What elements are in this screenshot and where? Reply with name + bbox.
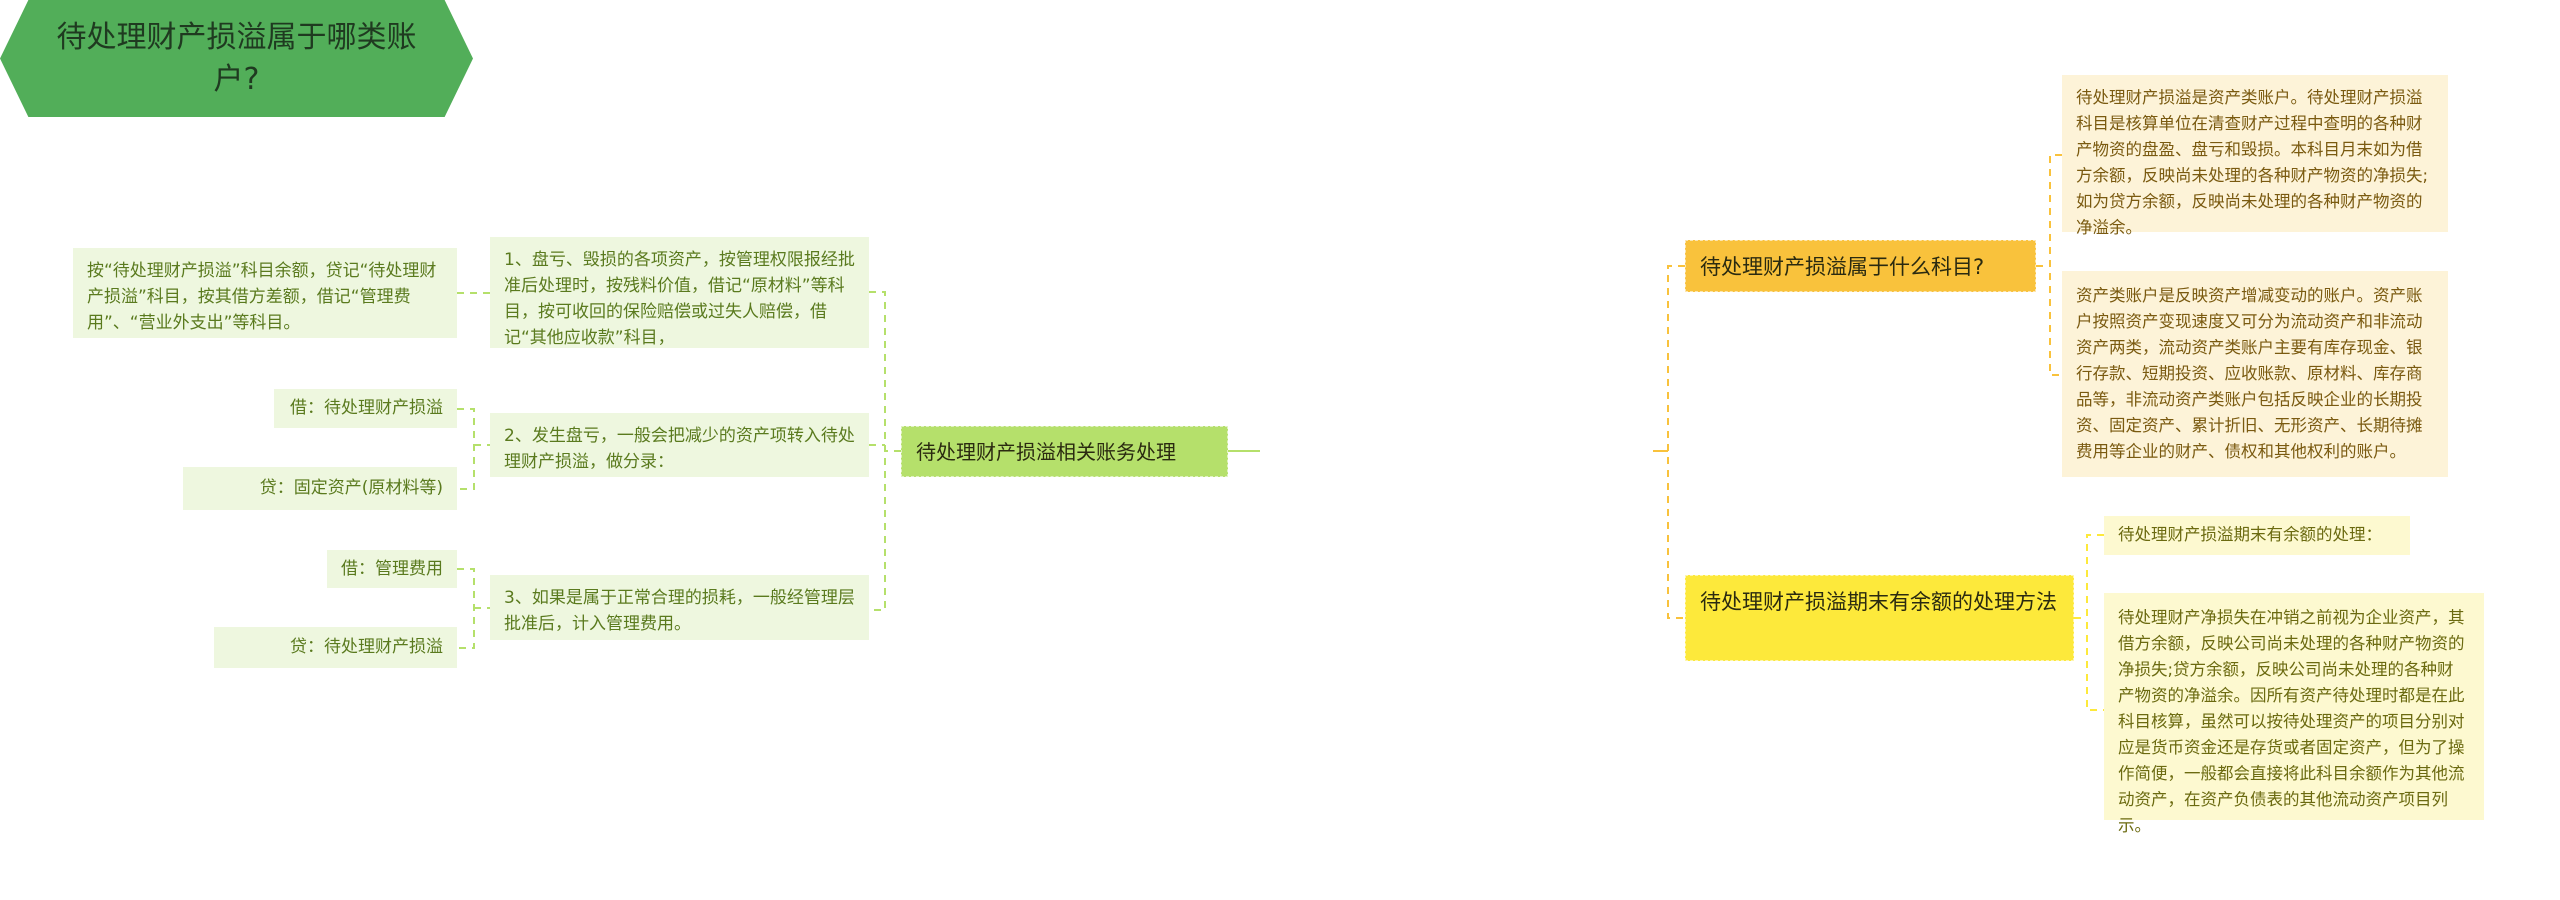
account-category-detail-1[interactable]: 待处理财产损溢是资产类账户。待处理财产损溢科目是核算单位在清查财产过程中查明的各… bbox=[2062, 75, 2448, 237]
branch-label: 待处理财产损溢期末有余额的处理方法 bbox=[1700, 590, 2057, 614]
branch-label: 待处理财产损溢相关账务处理 bbox=[916, 440, 1176, 464]
central-topic[interactable]: 待处理财产损溢属于哪类账户? bbox=[0, 0, 473, 117]
entry-debit-admin-expense[interactable]: 借：管理费用 bbox=[327, 550, 457, 588]
branch-label: 待处理财产损溢属于什么科目? bbox=[1700, 255, 1985, 279]
entry-debit-pending[interactable]: 借：待处理财产损溢 bbox=[274, 389, 457, 428]
branch-account-category[interactable]: 待处理财产损溢属于什么科目? bbox=[1685, 240, 2036, 292]
account-category-detail-2[interactable]: 资产类账户是反映资产增减变动的账户。资产账户按照资产变现速度又可分为流动资产和非… bbox=[2062, 271, 2448, 477]
period-end-detail-1[interactable]: 待处理财产损溢期末有余额的处理： bbox=[2104, 516, 2410, 555]
left-item-1[interactable]: 1、盘亏、毁损的各项资产，按管理权限报经批准后处理时，按残料价值，借记“原材料”… bbox=[490, 237, 869, 348]
left-item-2[interactable]: 2、发生盘亏，一般会把减少的资产项转入待处理财产损溢，做分录： bbox=[490, 413, 869, 477]
left-item-3[interactable]: 3、如果是属于正常合理的损耗，一般经管理层批准后，计入管理费用。 bbox=[490, 575, 869, 640]
central-topic-text: 待处理财产损溢属于哪类账户? bbox=[56, 19, 417, 97]
left-item-1-detail[interactable]: 按“待处理财产损溢”科目余额，贷记“待处理财产损溢”科目，按其借方差额，借记“管… bbox=[73, 248, 457, 338]
period-end-detail-2[interactable]: 待处理财产净损失在冲销之前视为企业资产，其借方余额，反映公司尚未处理的各种财产物… bbox=[2104, 593, 2484, 835]
entry-credit-pending[interactable]: 贷：待处理财产损溢 bbox=[214, 627, 457, 668]
entry-credit-fixed-assets[interactable]: 贷：固定资产(原材料等) bbox=[183, 467, 457, 510]
connector-left-trunk bbox=[869, 291, 886, 611]
branch-period-end-balance[interactable]: 待处理财产损溢期末有余额的处理方法 bbox=[1685, 575, 2074, 661]
connector-right-trunk bbox=[1667, 265, 1685, 619]
branch-related-accounting[interactable]: 待处理财产损溢相关账务处理 bbox=[901, 426, 1228, 477]
